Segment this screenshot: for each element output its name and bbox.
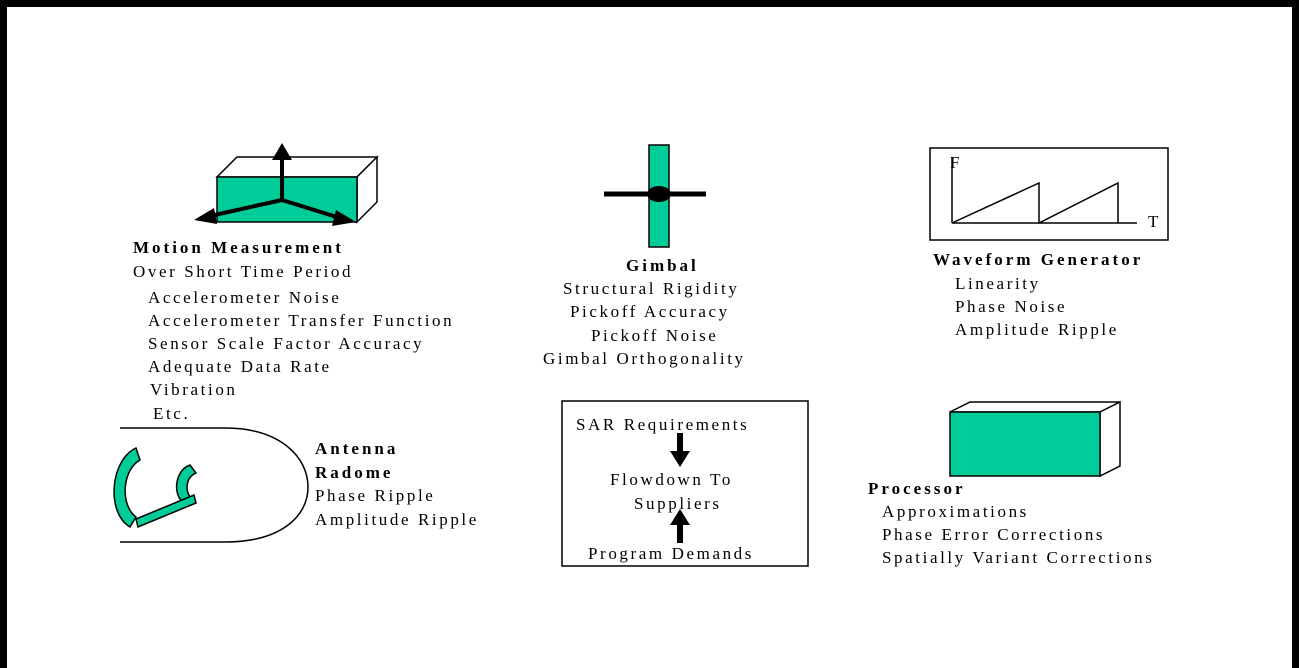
waveform-item: Phase Noise	[955, 297, 1068, 316]
gimbal-item: Pickoff Noise	[591, 326, 719, 345]
processor-title: Processor	[868, 479, 966, 498]
motion-item: Accelerometer Transfer Function	[148, 311, 455, 330]
gimbal-item: Pickoff Accuracy	[570, 302, 730, 321]
waveform-axis-f-label: F	[950, 153, 960, 172]
motion-item: Sensor Scale Factor Accuracy	[148, 334, 425, 353]
processor-item: Spatially Variant Corrections	[882, 548, 1155, 567]
flow-top-label: SAR Requirements	[576, 415, 750, 434]
waveform-axis-t-label: T	[1148, 212, 1159, 231]
antenna-title-line2: Radome	[315, 463, 394, 482]
gimbal-title: Gimbal	[626, 256, 699, 275]
motion-item: Adequate Data Rate	[148, 357, 332, 376]
antenna-radome-icon	[113, 427, 309, 543]
flow-middle-label-line1: Flowdown To	[610, 470, 733, 489]
processor-item: Approximations	[882, 502, 1029, 521]
waveform-item: Linearity	[955, 274, 1041, 293]
flow-bottom-label: Program Demands	[588, 544, 755, 563]
antenna-title-line1: Antenna	[315, 439, 399, 458]
flow-middle-label-line2: Suppliers	[634, 494, 722, 513]
processor-item: Phase Error Corrections	[882, 525, 1106, 544]
waveform-item: Amplitude Ripple	[955, 320, 1119, 339]
motion-item: Etc.	[153, 404, 191, 423]
waveform-title: Waveform Generator	[933, 250, 1144, 269]
motion-item: Accelerometer Noise	[148, 288, 342, 307]
motion-item: Vibration	[150, 380, 238, 399]
gimbal-item: Structural Rigidity	[563, 279, 740, 298]
gimbal-item: Gimbal Orthogonality	[543, 349, 746, 368]
flowdown-box	[561, 400, 809, 567]
motion-title: Motion Measurement	[133, 238, 344, 257]
motion-sensor-box-icon	[194, 143, 379, 226]
motion-subtitle: Over Short Time Period	[133, 262, 354, 281]
antenna-item: Phase Ripple	[315, 486, 436, 505]
processor-box-icon	[949, 400, 1121, 478]
gimbal-icon	[604, 144, 706, 248]
sawtooth-waveform-icon	[929, 147, 1169, 241]
antenna-item: Amplitude Ripple	[315, 510, 479, 529]
